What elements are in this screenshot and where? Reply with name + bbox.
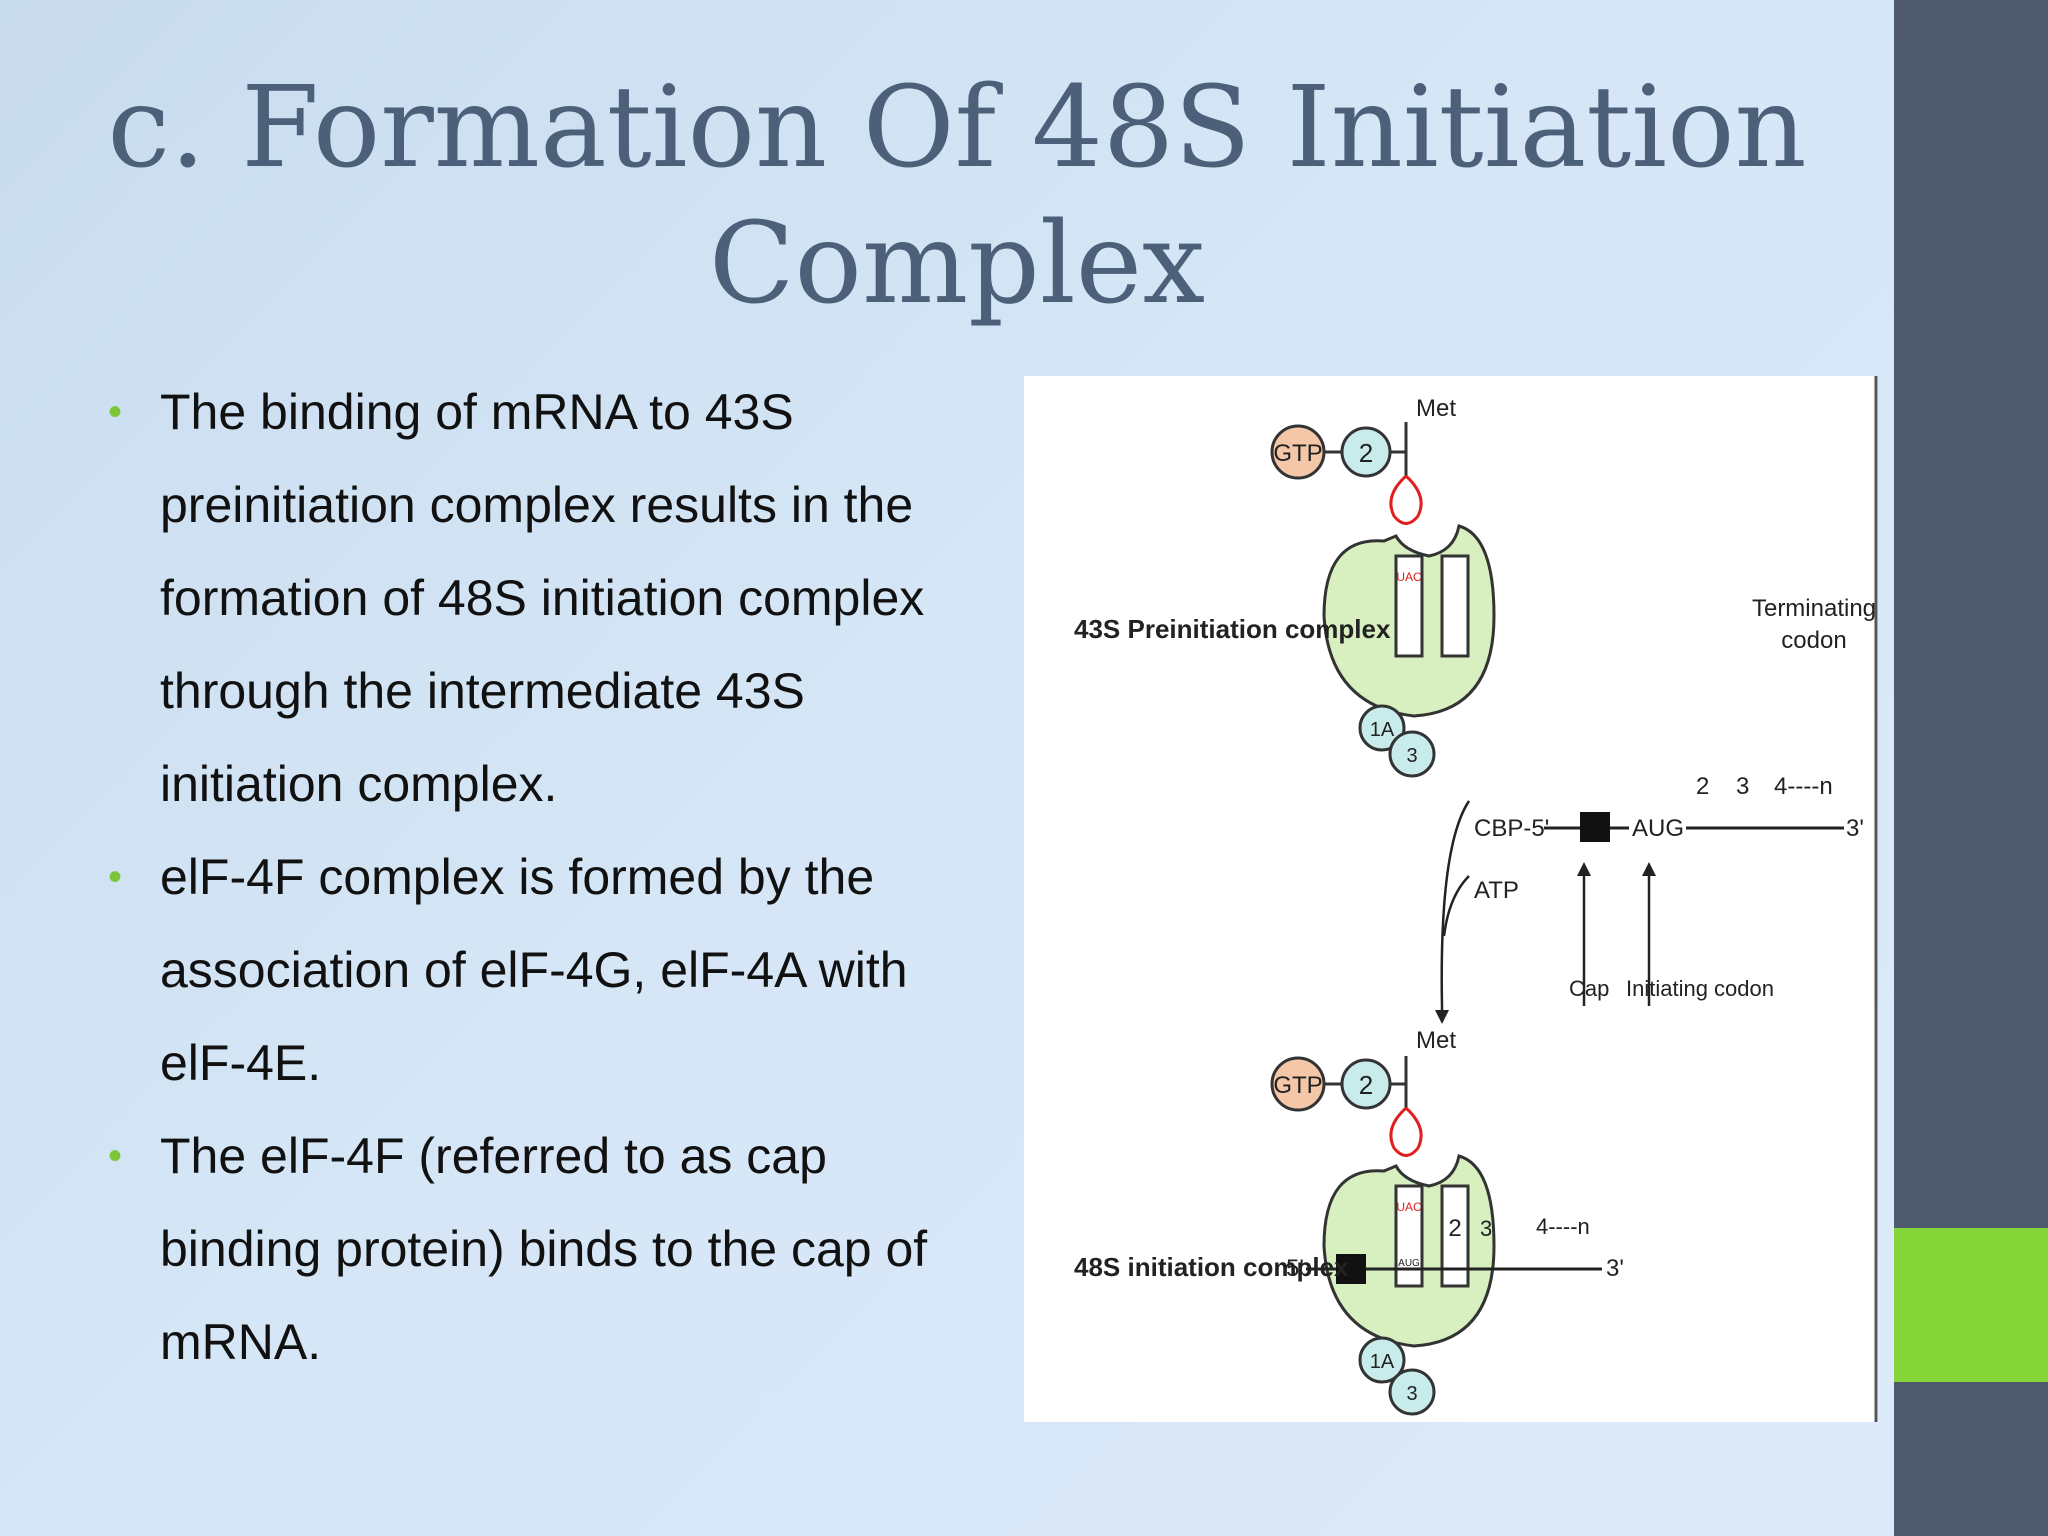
cap-label: Cap (1569, 976, 1609, 1001)
factor-3-circle (1388, 730, 1436, 778)
bullet-marker: • (108, 1134, 123, 1178)
factor-1a-circle (1358, 1336, 1406, 1384)
complex-43s: GTP 2 Met UAC 1A 3 (1270, 395, 1496, 778)
factor-1a-label: 1A (1370, 719, 1395, 741)
bullet-list: • The binding of mRNA to 43S preinitiatio… (100, 366, 980, 1389)
gtp-label: GTP (1273, 440, 1322, 467)
bullet-marker: • (108, 855, 123, 899)
process-arrowhead (1435, 1010, 1449, 1024)
title-line-2: Complex (708, 199, 1206, 329)
codon-2-label: 2 (1448, 1215, 1461, 1242)
label-43s-preinitiation: 43S Preinitiation complex (1074, 614, 1391, 644)
codon-2-label: 2 (1696, 773, 1709, 800)
codon-4n-label: 4----n (1774, 773, 1833, 800)
terminating-line-1: Terminating (1752, 595, 1876, 622)
codon-3-label: 3 (1480, 1216, 1492, 1241)
initiating-codon-label: Initiating codon (1626, 976, 1774, 1001)
factor-1a-label: 1A (1370, 1351, 1395, 1373)
trna-loop (1389, 1106, 1423, 1157)
trna-loop (1389, 474, 1423, 525)
gtp-label: GTP (1273, 1072, 1322, 1099)
codon-arrowhead (1642, 862, 1656, 876)
met-label: Met (1416, 395, 1456, 422)
figure-diagram: GTP 2 Met UAC 1A 3 43S Preinitiation com… (1074, 376, 1878, 1422)
bullet-marker: • (108, 390, 123, 434)
three-prime-label: 3' (1606, 1255, 1624, 1282)
three-prime-label: 3' (1846, 815, 1864, 842)
process-arrow (1440, 800, 1471, 1007)
atp-curve (1442, 875, 1470, 937)
five-prime-label: 5' (1286, 1255, 1304, 1282)
anticodon-label: UAC (1396, 570, 1422, 584)
bullet-text: The elF-4F (referred to as cap binding p… (160, 1128, 928, 1370)
bullet-item: • The binding of mRNA to 43S preinitiatio… (100, 366, 980, 831)
cap-arrowhead (1577, 862, 1591, 876)
a-site (1440, 554, 1470, 658)
codon-3-label: 3 (1736, 773, 1749, 800)
codon-4n-label: 4----n (1536, 1214, 1590, 1239)
mrna-middle: CBP-5' AUG 3' 2 3 4----n ATP Cap Initiat… (1435, 773, 1864, 1024)
bullet-item: • The elF-4F (referred to as cap binding … (100, 1110, 980, 1389)
cap-square (1580, 812, 1610, 842)
atp-label: ATP (1474, 877, 1519, 904)
aug-label: AUG (1632, 815, 1684, 842)
factor-3-label: 3 (1406, 745, 1417, 767)
bullet-text: elF-4F complex is formed by the associat… (160, 849, 908, 1091)
factor-2-label: 2 (1359, 1070, 1373, 1100)
terminating-line-2: codon (1781, 627, 1846, 654)
complex-48s: GTP 2 Met UAC 2 3 4----n 5' 3' AUG 1A 3 (1270, 1027, 1624, 1416)
cbp-label: CBP-5' (1474, 815, 1549, 842)
factor-3-label: 3 (1406, 1383, 1417, 1405)
title-line-1: c. Formation Of 48S Initiation (107, 63, 1807, 193)
p-site (1394, 554, 1424, 658)
factor-2-label: 2 (1359, 438, 1373, 468)
initiation-complex-figure: GTP 2 Met UAC 1A 3 43S Preinitiation com… (1024, 376, 1878, 1422)
label-48s-initiation: 48S initiation complex (1074, 1252, 1349, 1282)
slide-title: c. Formation Of 48S Initiation Complex (60, 60, 1854, 332)
factor-3-circle (1388, 1368, 1436, 1416)
cap-square (1336, 1254, 1366, 1284)
bullet-item: • elF-4F complex is formed by the associa… (100, 831, 980, 1110)
met-label: Met (1416, 1027, 1456, 1054)
bullet-text: The binding of mRNA to 43S preinitiation… (160, 384, 925, 812)
anticodon-label: UAC (1396, 1200, 1422, 1214)
factor-1a-circle (1358, 704, 1406, 752)
sidebar-accent (1894, 1228, 2048, 1382)
aug-label: AUG (1398, 1258, 1420, 1269)
